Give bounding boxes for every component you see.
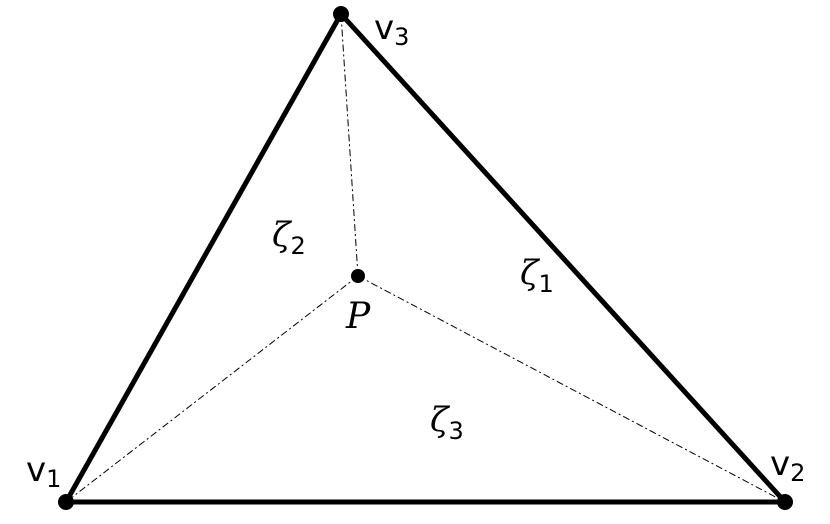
vertex-v3-label: v3: [374, 8, 409, 51]
vertex-v1-label: v1: [26, 450, 61, 493]
edge-v2-v3: [338, 11, 788, 505]
vertex-v3-dot: [333, 6, 349, 22]
area-zeta1-label: ζ1: [520, 253, 554, 298]
vertex-v2-label: v2: [770, 444, 805, 487]
point-p-label: P: [345, 296, 371, 337]
segment-p-v2: [357, 275, 786, 503]
vertex-v2-dot: [777, 494, 793, 510]
area-zeta3-label: ζ3: [430, 400, 464, 445]
edge-v3-v1: [63, 11, 344, 505]
point-p-dot: [351, 269, 365, 283]
area-zeta2-label: ζ2: [272, 215, 306, 260]
segment-p-v3: [340, 13, 359, 277]
segment-p-v1: [65, 275, 359, 503]
vertex-v1-dot: [58, 494, 74, 510]
